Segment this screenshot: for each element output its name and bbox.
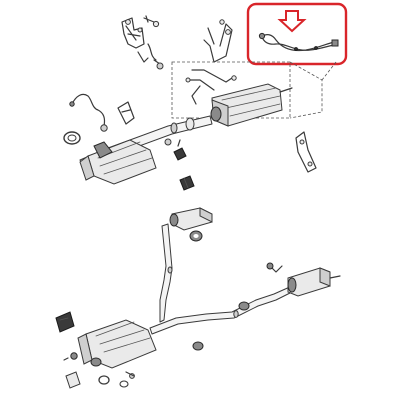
mounting-bracket-top[interactable]	[121, 17, 145, 49]
heat-shield-rods[interactable]	[185, 69, 237, 105]
rubber-mount[interactable]	[192, 341, 204, 351]
bolt[interactable]	[125, 371, 135, 379]
highlight-callout[interactable]	[246, 2, 348, 81]
rubber-mount[interactable]	[238, 301, 250, 311]
lambda-sensor-harness[interactable]	[258, 32, 339, 52]
rear-silencer[interactable]	[287, 267, 341, 297]
bolt[interactable]	[143, 15, 160, 28]
inset-frame	[171, 61, 291, 119]
highlight-box	[246, 2, 348, 66]
lambda-sensor-cable[interactable]	[69, 93, 108, 132]
clamp[interactable]	[65, 371, 81, 389]
gasket[interactable]	[98, 375, 129, 388]
heat-shield[interactable]	[210, 83, 293, 127]
bracket-clip[interactable]	[137, 43, 164, 70]
catalytic-converter[interactable]	[79, 139, 157, 185]
rubber-mount[interactable]	[173, 139, 187, 161]
tail-pipe[interactable]	[149, 285, 293, 335]
intermediate-pipe[interactable]	[159, 223, 173, 323]
rubber-mount[interactable]	[189, 230, 203, 242]
front-silencer[interactable]	[77, 319, 157, 369]
upper-exhaust-assembly	[63, 15, 323, 191]
leader-line	[321, 61, 337, 81]
lower-exhaust-assembly	[55, 207, 341, 389]
arrow-down-icon	[277, 10, 307, 33]
center-silencer[interactable]	[169, 207, 213, 231]
inset-leader	[289, 61, 323, 119]
rear-hanger[interactable]	[266, 262, 283, 273]
side-bracket[interactable]	[295, 131, 317, 173]
mounting-bracket-lower[interactable]	[55, 311, 75, 333]
heat-shield-bracket[interactable]	[203, 19, 233, 63]
hanger-bracket-upper[interactable]	[117, 101, 135, 125]
bolt[interactable]	[164, 138, 172, 146]
bolt[interactable]	[63, 352, 78, 361]
rubber-mount[interactable]	[179, 175, 195, 191]
gasket[interactable]	[63, 131, 81, 145]
